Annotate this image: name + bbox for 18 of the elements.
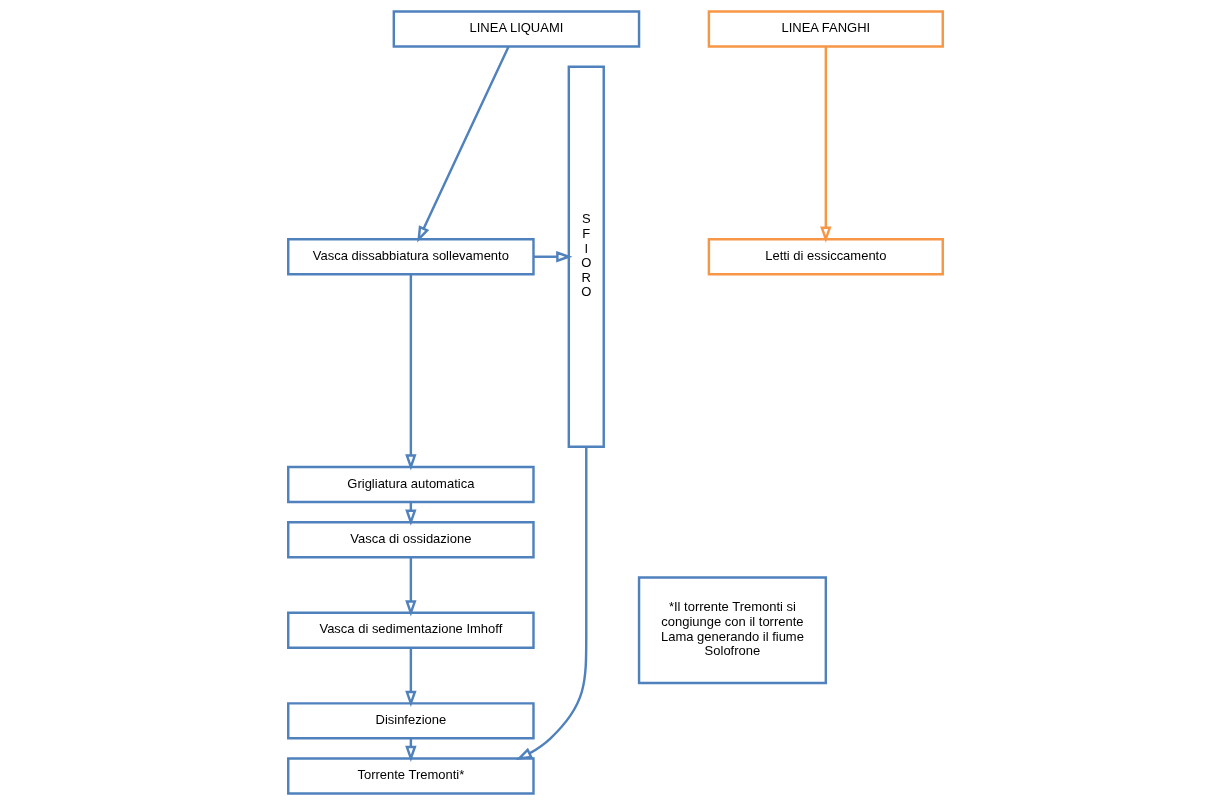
arrow (405, 557, 417, 617)
arrow (515, 447, 588, 761)
node-box: Vasca dissabbiatura sollevamento (287, 238, 535, 276)
node-box: LINEA LIQUAMI (392, 10, 641, 48)
arrow (533, 251, 573, 263)
arrow (405, 647, 417, 708)
node-box: Vasca di sedimentazione Imhoff (287, 611, 535, 649)
node-box: S F I O R O (567, 65, 605, 448)
arrow (405, 274, 417, 471)
arrow (820, 46, 832, 243)
node-box: Vasca di ossidazione (287, 521, 535, 559)
node-box: Letti di essiccamento (707, 238, 944, 276)
node-box: LINEA FANGHI (707, 10, 944, 48)
arrow (417, 46, 510, 243)
node-box: Grigliatura automatica (287, 465, 535, 504)
node-box: Torrente Tremonti* (287, 757, 535, 795)
node-box: *Il torrente Tremonti si congiunge con il torrente Lama generando il fiume Solofrone (637, 576, 828, 685)
node-box: Disinfezione (287, 702, 535, 740)
